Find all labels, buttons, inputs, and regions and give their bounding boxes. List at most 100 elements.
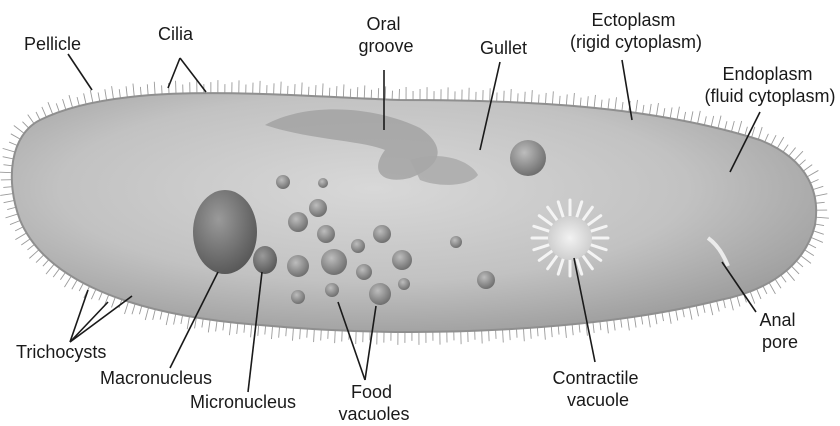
cilium [111, 297, 115, 307]
cilium [229, 322, 230, 335]
cilium [343, 84, 344, 97]
cilium [544, 327, 545, 340]
cilium [516, 329, 517, 338]
cilium [140, 87, 141, 96]
cilium [643, 105, 644, 114]
cilium [27, 244, 34, 250]
cilium [655, 313, 657, 324]
cilium [63, 99, 66, 109]
cilium [691, 111, 693, 122]
cilium [545, 93, 546, 104]
cilium [258, 325, 259, 336]
cilium [265, 326, 266, 335]
cilium [704, 116, 706, 125]
cilium [775, 279, 781, 288]
cilium [244, 324, 245, 333]
cilium [216, 321, 217, 332]
cilium [783, 145, 788, 152]
cilium [336, 86, 337, 97]
label-micronucleus: Micronucleus [190, 392, 296, 412]
cilium [663, 108, 665, 117]
cilium [677, 107, 679, 120]
cilium [99, 292, 103, 300]
cilium [670, 107, 672, 118]
cilium [286, 327, 287, 336]
cilium [7, 207, 16, 209]
cilium [307, 329, 308, 338]
cilium [125, 302, 129, 314]
cilium [765, 134, 769, 142]
cilium [90, 90, 93, 103]
cilium [237, 323, 238, 334]
cilium [43, 260, 49, 267]
cilium [634, 317, 636, 328]
cilium [72, 280, 77, 290]
cilium [656, 103, 658, 116]
label-contractile-vacuole: Contractile vacuole [552, 368, 643, 410]
cilium [48, 102, 53, 114]
cilium [53, 268, 60, 277]
cilium [14, 125, 24, 133]
cilium [530, 328, 531, 339]
cilium [580, 98, 581, 107]
label-trichocysts: Trichocysts [16, 342, 106, 362]
cilium [771, 135, 776, 145]
cilium [105, 89, 107, 100]
cilium [532, 90, 533, 103]
cilium [757, 289, 761, 299]
cilium [789, 148, 796, 157]
cilium [3, 148, 15, 152]
cilium [676, 310, 678, 321]
cilium [64, 276, 71, 287]
cilium [251, 324, 252, 337]
cilium [738, 121, 741, 134]
cilium [689, 307, 692, 320]
cilium [684, 112, 686, 121]
cilium [21, 239, 30, 245]
label-ectoplasm: Ectoplasm (rigid cytoplasm) [570, 10, 702, 52]
cilium [56, 103, 59, 111]
cilium [10, 221, 20, 225]
cilium [763, 286, 767, 294]
cilium [808, 244, 816, 248]
cilium [4, 200, 15, 202]
cilium [187, 316, 189, 329]
cilium [281, 82, 282, 95]
label-macronucleus: Macronucleus [100, 368, 212, 388]
cilium [551, 326, 552, 337]
cilium [810, 179, 818, 183]
cilium [60, 272, 65, 279]
cilium [710, 302, 713, 315]
cilium [145, 307, 148, 320]
cilium [558, 326, 559, 335]
cilium [807, 170, 818, 176]
cilium [622, 102, 623, 111]
cilium [683, 308, 685, 317]
cilium [3, 157, 14, 159]
cilium [791, 266, 799, 274]
cilium [803, 165, 812, 171]
cilium [794, 151, 803, 160]
cilium [322, 83, 323, 96]
cilium [601, 100, 602, 109]
cilium [662, 312, 664, 321]
cilium [36, 112, 40, 120]
cilium [385, 86, 386, 99]
cilium [28, 115, 34, 124]
cilium [300, 328, 301, 339]
cilium [223, 321, 224, 330]
macronucleus-shape [193, 190, 257, 274]
cilium [608, 98, 609, 109]
cilium [723, 299, 725, 308]
cilium [650, 104, 652, 115]
cilium [181, 315, 183, 324]
cilium [126, 86, 127, 97]
cilium [607, 320, 609, 333]
cilium [147, 84, 148, 95]
cilium [703, 304, 705, 313]
cilium [302, 82, 303, 95]
cilium [566, 94, 567, 105]
cilium [718, 116, 721, 129]
cilium [510, 329, 511, 340]
